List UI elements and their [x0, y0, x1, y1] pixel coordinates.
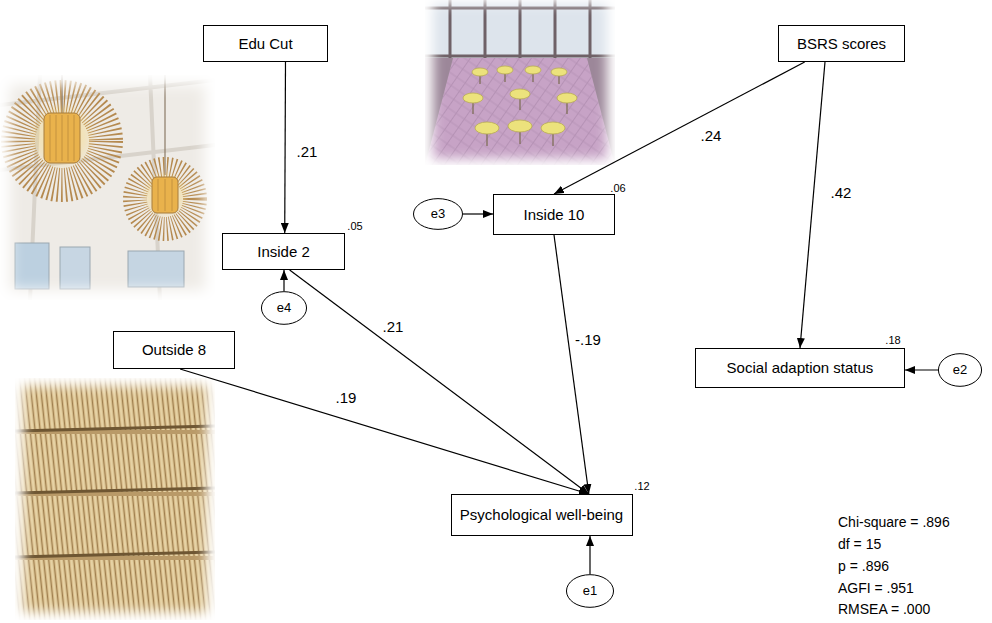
- node-label: Inside 10: [524, 206, 585, 223]
- path-arrow: [554, 62, 805, 194]
- path-arrow: [554, 235, 589, 494]
- node-label: Outside 8: [142, 341, 206, 358]
- path-arrow: [180, 369, 589, 494]
- fit-statistic: Chi-square = .896: [838, 515, 950, 530]
- path-coefficient: .21: [295, 144, 320, 161]
- node-label: Edu Cut: [238, 35, 292, 52]
- r-squared: .18: [885, 334, 900, 346]
- node-label: e2: [953, 363, 967, 378]
- r-squared: .05: [347, 220, 362, 232]
- room-photo: [425, 0, 615, 165]
- error-term: e4: [261, 291, 307, 325]
- node-label: e1: [583, 584, 597, 599]
- variable-box: BSRS scores: [778, 25, 905, 62]
- variable-box: Psychological well-being: [451, 494, 633, 536]
- lamp-photo: [0, 75, 215, 300]
- error-term: e2: [938, 353, 982, 387]
- path-arrow: [284, 62, 286, 233]
- variable-box: Inside 10: [493, 194, 615, 235]
- variable-box: Social adaption status: [695, 348, 905, 388]
- node-label: Social adaption status: [727, 359, 874, 376]
- fit-statistic: AGFI = .951: [838, 581, 914, 596]
- path-arrow: [800, 62, 825, 348]
- node-label: e4: [277, 301, 291, 316]
- r-squared: .12: [634, 480, 649, 492]
- path-arrow: [290, 270, 589, 494]
- variable-box: Edu Cut: [203, 25, 328, 62]
- node-label: Psychological well-being: [460, 506, 623, 523]
- path-arrow: [463, 213, 493, 214]
- path-coefficient: .21: [381, 319, 406, 336]
- fit-statistic: RMSEA = .000: [838, 602, 930, 617]
- path-coefficient: .42: [829, 185, 854, 202]
- fit-statistic: p = .896: [838, 559, 889, 574]
- path-arrow: [589, 536, 590, 574]
- node-label: Inside 2: [257, 243, 310, 260]
- path-coefficient: .24: [699, 128, 724, 145]
- bamboo-ceiling-photo: [15, 378, 215, 620]
- path-arrow: [905, 369, 938, 370]
- node-label: BSRS scores: [797, 35, 886, 52]
- r-squared: .06: [610, 182, 625, 194]
- fit-statistic: df = 15: [838, 537, 881, 552]
- variable-box: Outside 8: [113, 331, 235, 369]
- error-term: e3: [413, 198, 463, 230]
- error-term: e1: [566, 574, 614, 608]
- node-label: e3: [431, 207, 445, 222]
- path-coefficient: .19: [334, 390, 359, 407]
- path-coefficient: -.19: [573, 332, 603, 349]
- path-arrow: [283, 270, 284, 291]
- variable-box: Inside 2: [222, 233, 345, 270]
